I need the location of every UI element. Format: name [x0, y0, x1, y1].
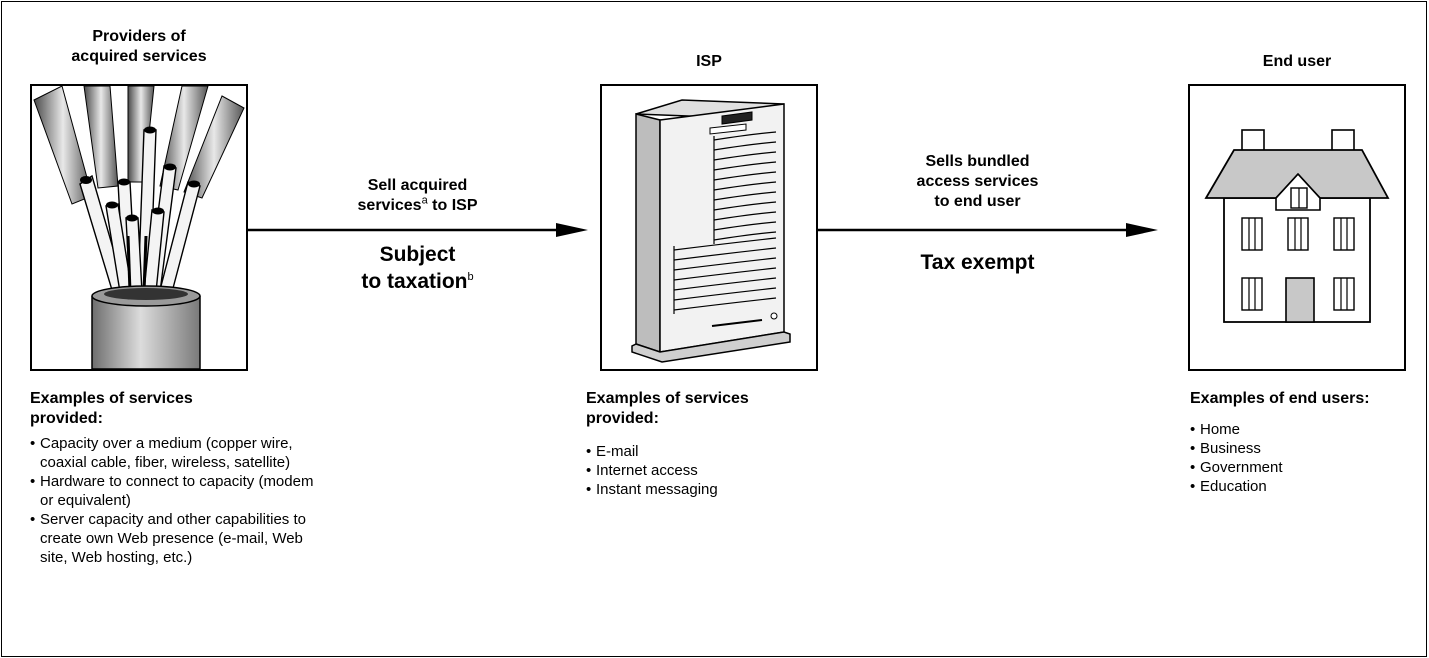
providers-examples-heading: Examples of services provided:: [30, 389, 270, 429]
list-item: Home: [1190, 420, 1410, 439]
flow1-label: Sell acquired servicesa to ISP: [325, 176, 510, 216]
list-item: Instant messaging: [586, 480, 826, 499]
isp-image-box: [600, 84, 818, 371]
providers-title-line1: Providers of: [92, 28, 186, 45]
flow1-status: Subject to taxationb: [325, 241, 510, 295]
flow1-status-line2: to taxationb: [325, 268, 510, 295]
isp-examples-heading-line2: provided:: [586, 410, 659, 427]
footnote-a: a: [421, 194, 428, 207]
flow2-label-line2: access services: [916, 173, 1039, 190]
list-item: Business: [1190, 439, 1410, 458]
flow2-label: Sells bundled access services to end use…: [885, 152, 1070, 212]
providers-title: Providers of acquired services: [30, 27, 248, 67]
providers-examples-list: Capacity over a medium (copper wire, coa…: [30, 434, 320, 567]
fiber-cable-icon: [33, 86, 245, 369]
flow2-label-line1: Sells bundled: [925, 153, 1030, 170]
flow1-status-line1: Subject: [379, 243, 456, 266]
isp-examples-heading-line1: Examples of services: [586, 390, 749, 407]
flow2-label-line3: to end user: [934, 193, 1021, 210]
end-user-examples-list: Home Business Government Education: [1190, 420, 1410, 496]
isp-examples-heading: Examples of services provided:: [586, 389, 826, 429]
server-tower-icon: [631, 99, 791, 363]
list-item: Government: [1190, 458, 1410, 477]
providers-examples-heading-line1: Examples of services: [30, 390, 193, 407]
end-user-title: End user: [1262, 53, 1332, 70]
isp-examples-list: E-mail Internet access Instant messaging: [586, 442, 826, 499]
house-icon: [1204, 129, 1390, 323]
flow1-status-taxation: to taxation: [361, 270, 468, 293]
list-item: Education: [1190, 477, 1410, 496]
flow1-label-line1: Sell acquired: [367, 177, 468, 194]
flow2-arrow: [818, 223, 1158, 237]
isp-title: ISP: [696, 53, 722, 70]
flow1-label-services: services: [357, 197, 422, 214]
providers-title-line2: acquired services: [71, 48, 207, 65]
providers-examples-heading-line2: provided:: [30, 410, 103, 427]
list-item: Hardware to connect to capacity (modem o…: [30, 472, 320, 510]
list-item: E-mail: [586, 442, 826, 461]
flow2-status: Tax exempt: [920, 251, 1035, 274]
list-item: Server capacity and other capabilities t…: [30, 510, 320, 567]
list-item: Internet access: [586, 461, 826, 480]
end-user-image-box: [1188, 84, 1406, 371]
flow1-label-line2: servicesa to ISP: [325, 194, 510, 216]
end-user-examples-heading: Examples of end users:: [1190, 390, 1370, 407]
list-item: Capacity over a medium (copper wire, coa…: [30, 434, 320, 472]
flow1-arrow: [248, 223, 588, 237]
flow1-label-to-isp: to ISP: [427, 197, 478, 214]
footnote-b: b: [467, 271, 474, 283]
providers-image-box: [30, 84, 248, 371]
